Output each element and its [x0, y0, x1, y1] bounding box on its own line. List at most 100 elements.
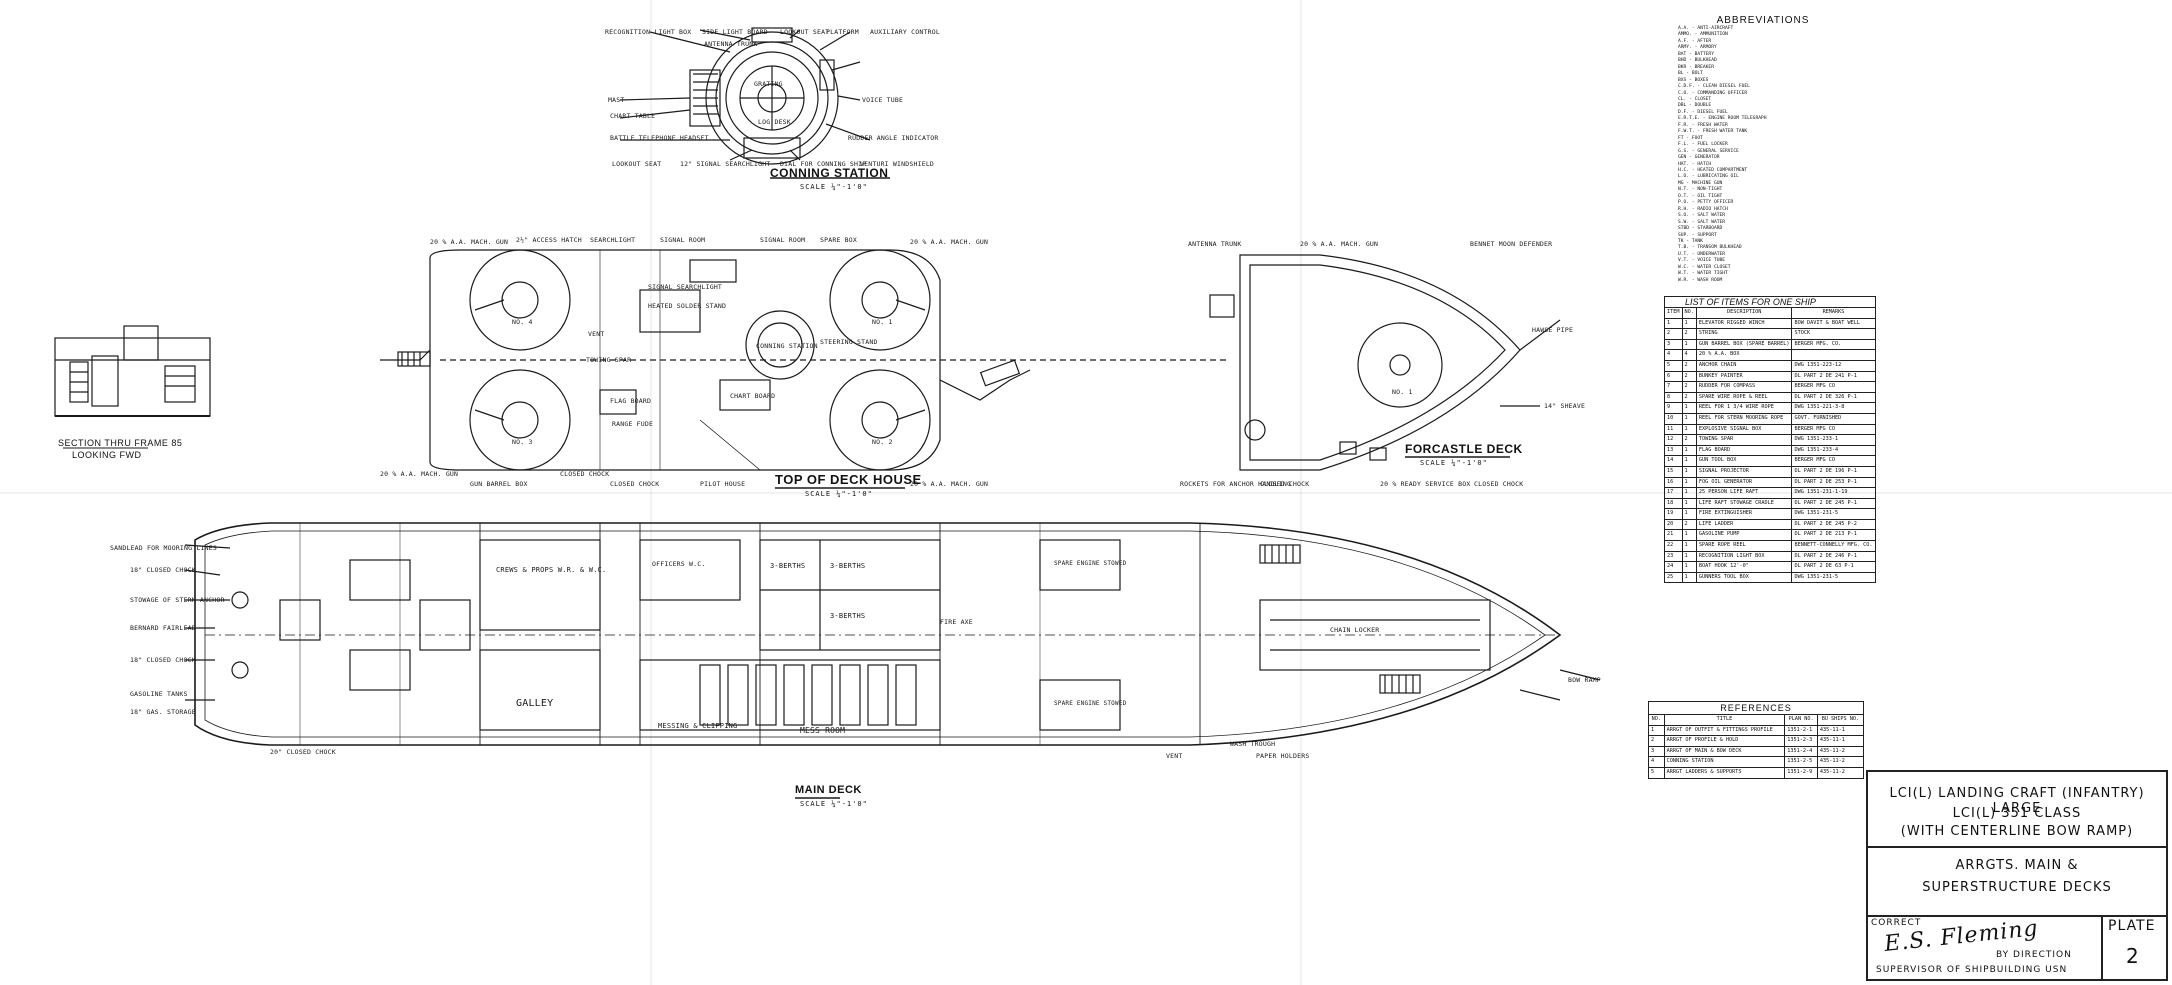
items-table-cell: 1 — [1681, 455, 1697, 467]
items-table-cell: 2 — [1681, 370, 1697, 383]
items-table-cell: GOVT. FURNISHED — [1791, 412, 1876, 425]
forecastle-title: FORCASTLE DECK — [1405, 442, 1523, 456]
items-table-cell: DWG 1351-233-4 — [1791, 444, 1876, 457]
items-table-cell: 1 — [1681, 487, 1697, 499]
refs-col-bushps: BU SHIPS NO. — [1816, 714, 1865, 726]
callout-label: SEARCHLIGHT — [590, 236, 636, 244]
callout-label: BOW RAMP — [1568, 676, 1601, 684]
abbreviation-item: MG - MACHINE GUN — [1678, 180, 1723, 186]
items-table-cell: 25 — [1664, 571, 1683, 584]
items-table-cell: 2 — [1681, 434, 1697, 446]
items-table-cell: 11 — [1664, 423, 1683, 436]
items-table-cell: 1 — [1681, 412, 1697, 425]
fold-line-horizontal — [0, 492, 2172, 494]
callout-label: 18" CLOSED CHOCK — [130, 656, 196, 664]
abbreviation-item: CL. - CLOSET — [1678, 96, 1712, 102]
callout-label: PLATFORM — [826, 28, 859, 36]
plate-label: PLATE — [2108, 918, 2156, 934]
references-cell: 1351-2-4 — [1784, 745, 1818, 758]
items-table-cell: GUNNERS TOOL BOX — [1695, 571, 1793, 584]
items-table-cell: DWG 1351-231-5 — [1791, 508, 1876, 520]
items-table-cell: 1 — [1681, 338, 1697, 351]
callout-label: SIDE LIGHT BOARD — [702, 28, 768, 36]
references-cell: 3 — [1648, 745, 1665, 758]
items-table-cell: DL PART 2 DE 246 P-1 — [1791, 550, 1876, 563]
correct-label: CORRECT — [1871, 918, 1922, 928]
items-table-cell: 1 — [1681, 317, 1697, 330]
plate-divider — [2101, 915, 2103, 979]
abbreviation-item: HAT. - HATCH — [1678, 161, 1712, 167]
deck-house-scale: SCALE ¼"-1'0" — [805, 490, 873, 498]
title-line-2: LCI(L) 351 CLASS — [1952, 806, 2082, 821]
items-table-cell: DL PART 2 DE 253 P-1 — [1791, 476, 1876, 489]
title-sub-2: SUPERSTRUCTURE DECKS — [1922, 880, 2112, 895]
room-label: 3-BERTHS — [830, 612, 866, 620]
callout-label: WASH TROUGH — [1230, 740, 1276, 748]
items-table-cell: 18 — [1664, 497, 1683, 510]
room-label: SPARE ENGINE STOWED — [1054, 700, 1127, 707]
items-table-cell: 2 — [1681, 391, 1697, 404]
callout-label: SANDLEAD FOR MOORING LINES — [110, 544, 217, 552]
items-table-cell: GUN BARREL BOX (SPARE BARREL) — [1695, 338, 1793, 351]
items-col-item: ITEM — [1664, 307, 1683, 319]
callout-label: VOICE TUBE — [862, 96, 904, 104]
abbreviation-item: BKR - BREAKER — [1678, 64, 1714, 70]
items-table-cell: 1 — [1681, 497, 1697, 510]
plate-number: 2 — [2126, 944, 2140, 968]
items-table-cell: 10 — [1664, 412, 1683, 425]
by-direction-label: BY DIRECTION — [1996, 950, 2072, 960]
callout-label: ANTENNA TRUNK — [1188, 240, 1242, 248]
items-table-cell: REEL FOR 1 3/4 WIRE ROPE — [1695, 402, 1793, 414]
room-label: MESSING & CLIPPING — [658, 722, 738, 730]
items-table-cell: REEL FOR STERN MOORING ROPE — [1695, 412, 1793, 425]
items-table-cell: DWG 1351-231-1-19 — [1791, 487, 1876, 499]
callout-label: HEATED SOLDER STAND — [648, 302, 727, 310]
callout-label: 2½" ACCESS HATCH — [516, 236, 582, 244]
callout-label: DIAL FOR CONNING SHIP — [780, 160, 867, 168]
abbreviation-item: O.T. - OIL TIGHT — [1678, 193, 1723, 199]
callout-label: CHART TABLE — [610, 112, 656, 120]
items-table-cell: STOCK — [1791, 328, 1876, 340]
items-table-cell: BOW DAVIT & BOAT WELL — [1791, 317, 1876, 330]
items-table-cell: BERGER MFG CO — [1791, 423, 1876, 436]
room-label: CHAIN LOCKER — [1330, 626, 1380, 634]
abbreviation-item: AMMO. - AMMUNITION — [1678, 32, 1728, 38]
main-deck-scale: SCALE ¼"-1'0" — [800, 800, 868, 808]
references-cell: ARRGT OF PROFILE & HOLD — [1663, 735, 1786, 747]
fold-line-vertical — [650, 0, 652, 985]
items-table-cell: 6 — [1664, 370, 1683, 383]
abbreviation-item: S.O. - SALT WATER — [1678, 213, 1726, 219]
abbreviation-item: BXS - BOXES — [1678, 77, 1709, 83]
conning-station-plan — [619, 27, 871, 165]
callout-label: 20 % A.A. MACH. GUN — [380, 470, 459, 478]
abbreviation-item: STBD - STARBOARD — [1678, 226, 1723, 232]
abbreviation-item: A.A. - ANTI-AIRCRAFT — [1678, 26, 1734, 31]
anchor-no1-label: NO. 1 — [1392, 388, 1413, 396]
callout-label: FLAG BOARD — [610, 397, 652, 405]
room-label: 3-BERTHS — [770, 562, 806, 570]
gun-label-no4: NO. 4 — [512, 318, 533, 326]
items-table-cell: 1 — [1681, 444, 1697, 457]
abbreviation-item: SUP. - SUPPORT — [1678, 232, 1717, 238]
abbreviation-item: D.F. - DIESEL FUEL — [1678, 109, 1728, 115]
abbreviation-item: R.H. - RADIO HATCH — [1678, 206, 1728, 212]
abbreviations-title: ABBREVIATIONS — [1716, 15, 1810, 26]
references-cell: 1351-2-3 — [1784, 735, 1818, 747]
items-table-cell: BENNETT-CONNELLY MFG. CO. — [1791, 540, 1876, 552]
gun-label-no3: NO. 3 — [512, 438, 533, 446]
references-cell: 435-11-2 — [1816, 756, 1865, 768]
callout-label: RECOGNITION LIGHT BOX — [605, 28, 692, 36]
items-table-cell: GASOLINE PUMP — [1695, 529, 1793, 542]
title-sub-1: ARRGTS. MAIN & — [1955, 858, 2079, 873]
callout-label: CLOSED CHOCK — [1474, 480, 1524, 488]
items-table-cell: 16 — [1664, 476, 1683, 489]
section-frame-85 — [54, 325, 211, 417]
room-label: MESS ROOM — [800, 726, 846, 735]
